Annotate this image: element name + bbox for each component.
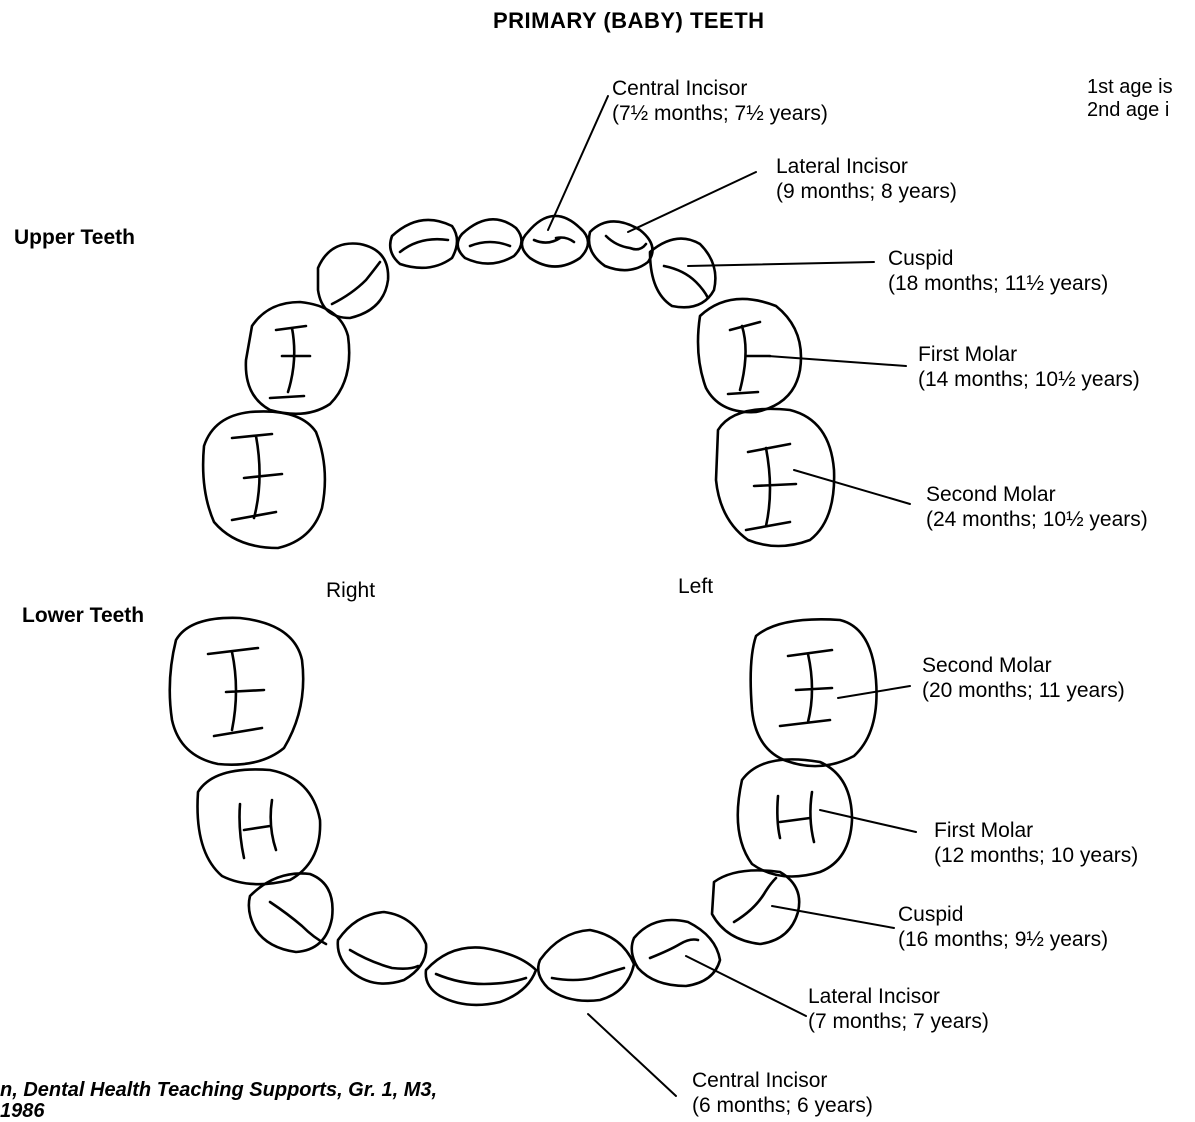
lower-first-molar-right-tooth [196,768,322,886]
tooth-ages: (14 months; 10½ years) [918,368,1140,391]
source-credit-line2: 1986 [0,1100,45,1122]
tooth-name: First Molar [934,819,1034,842]
leader-lines [547,95,917,1097]
tooth-ages: (9 months; 8 years) [776,180,957,203]
tooth-ages: (6 months; 6 years) [692,1094,873,1117]
lower-central-incisor-right-tooth [424,946,538,1007]
upper-label-lateral-incisor: Lateral Incisor (9 months; 8 years) [776,154,957,204]
tooth-name: Central Incisor [692,1069,828,1092]
age-note-line2: 2nd age i [1087,99,1170,121]
source-credit-line1: n, Dental Health Teaching Supports, Gr. … [0,1079,438,1101]
lower-first-molar-left-tooth [736,758,854,878]
upper-cuspid-right-tooth [316,242,390,320]
tooth-ages: (16 months; 9½ years) [898,928,1109,951]
upper-lateral-incisor-right-tooth [388,218,459,270]
source-credit: n, Dental Health Teaching Supports, Gr. … [0,1080,437,1122]
upper-label-second-molar: Second Molar (24 months; 10½ years) [926,482,1148,532]
tooth-name: Lateral Incisor [808,985,940,1008]
lower-label-second-molar: Second Molar (20 months; 11 years) [922,653,1125,703]
tooth-name: Lateral Incisor [776,155,908,178]
lower-teeth-heading: Lower Teeth [22,604,145,627]
age-note-line1: 1st age is [1087,76,1173,98]
lower-cuspid-left-tooth [710,869,801,946]
lower-second-molar-left-tooth [749,618,878,768]
upper-teeth-heading: Upper Teeth [14,226,135,249]
tooth-name: Central Incisor [612,77,748,100]
age-note: 1st age is 2nd age i [1087,76,1173,122]
lower-lateral-incisor-right-tooth [336,910,428,985]
upper-second-molar-right-tooth [201,410,327,550]
lower-central-incisor-left-tooth [536,928,636,1003]
upper-second-molar-left-tooth [714,407,836,548]
tooth-ages: (18 months; 11½ years) [888,272,1109,295]
upper-lateral-incisor-left-tooth [587,220,654,272]
side-label-left: Left [678,575,714,598]
upper-label-cuspid: Cuspid (18 months; 11½ years) [888,246,1108,296]
upper-central-incisor-right-tooth [456,218,523,265]
lower-arch [168,616,878,1007]
tooth-name: Cuspid [898,903,964,926]
tooth-ages: (12 months; 10 years) [934,844,1139,867]
side-label-right: Right [326,579,376,602]
lower-lateral-incisor-left-tooth [630,918,722,988]
tooth-name: First Molar [918,343,1018,366]
tooth-name: Cuspid [888,247,954,270]
tooth-ages: (24 months; 10½ years) [926,508,1148,531]
upper-first-molar-right-tooth [244,300,351,416]
tooth-name: Second Molar [926,483,1056,506]
upper-central-incisor-left-tooth [520,214,590,268]
lower-cuspid-right-tooth [247,872,334,954]
lower-label-first-molar: First Molar (12 months; 10 years) [934,818,1138,868]
upper-cuspid-left-tooth [648,237,717,309]
page-title: PRIMARY (BABY) TEETH [493,8,765,33]
upper-label-first-molar: First Molar (14 months; 10½ years) [918,342,1140,392]
upper-arch [201,214,836,550]
upper-label-central-incisor: Central Incisor (7½ months; 7½ years) [612,76,828,126]
lower-label-central-incisor: Central Incisor (6 months; 6 years) [692,1068,873,1118]
upper-first-molar-left-tooth [696,297,803,414]
tooth-ages: (20 months; 11 years) [922,679,1125,702]
tooth-ages: (7 months; 7 years) [808,1010,989,1033]
lower-label-lateral-incisor: Lateral Incisor (7 months; 7 years) [808,984,989,1034]
tooth-ages: (7½ months; 7½ years) [612,102,828,125]
tooth-name: Second Molar [922,654,1052,677]
lower-label-cuspid: Cuspid (16 months; 9½ years) [898,902,1108,952]
lower-second-molar-right-tooth [168,616,305,766]
